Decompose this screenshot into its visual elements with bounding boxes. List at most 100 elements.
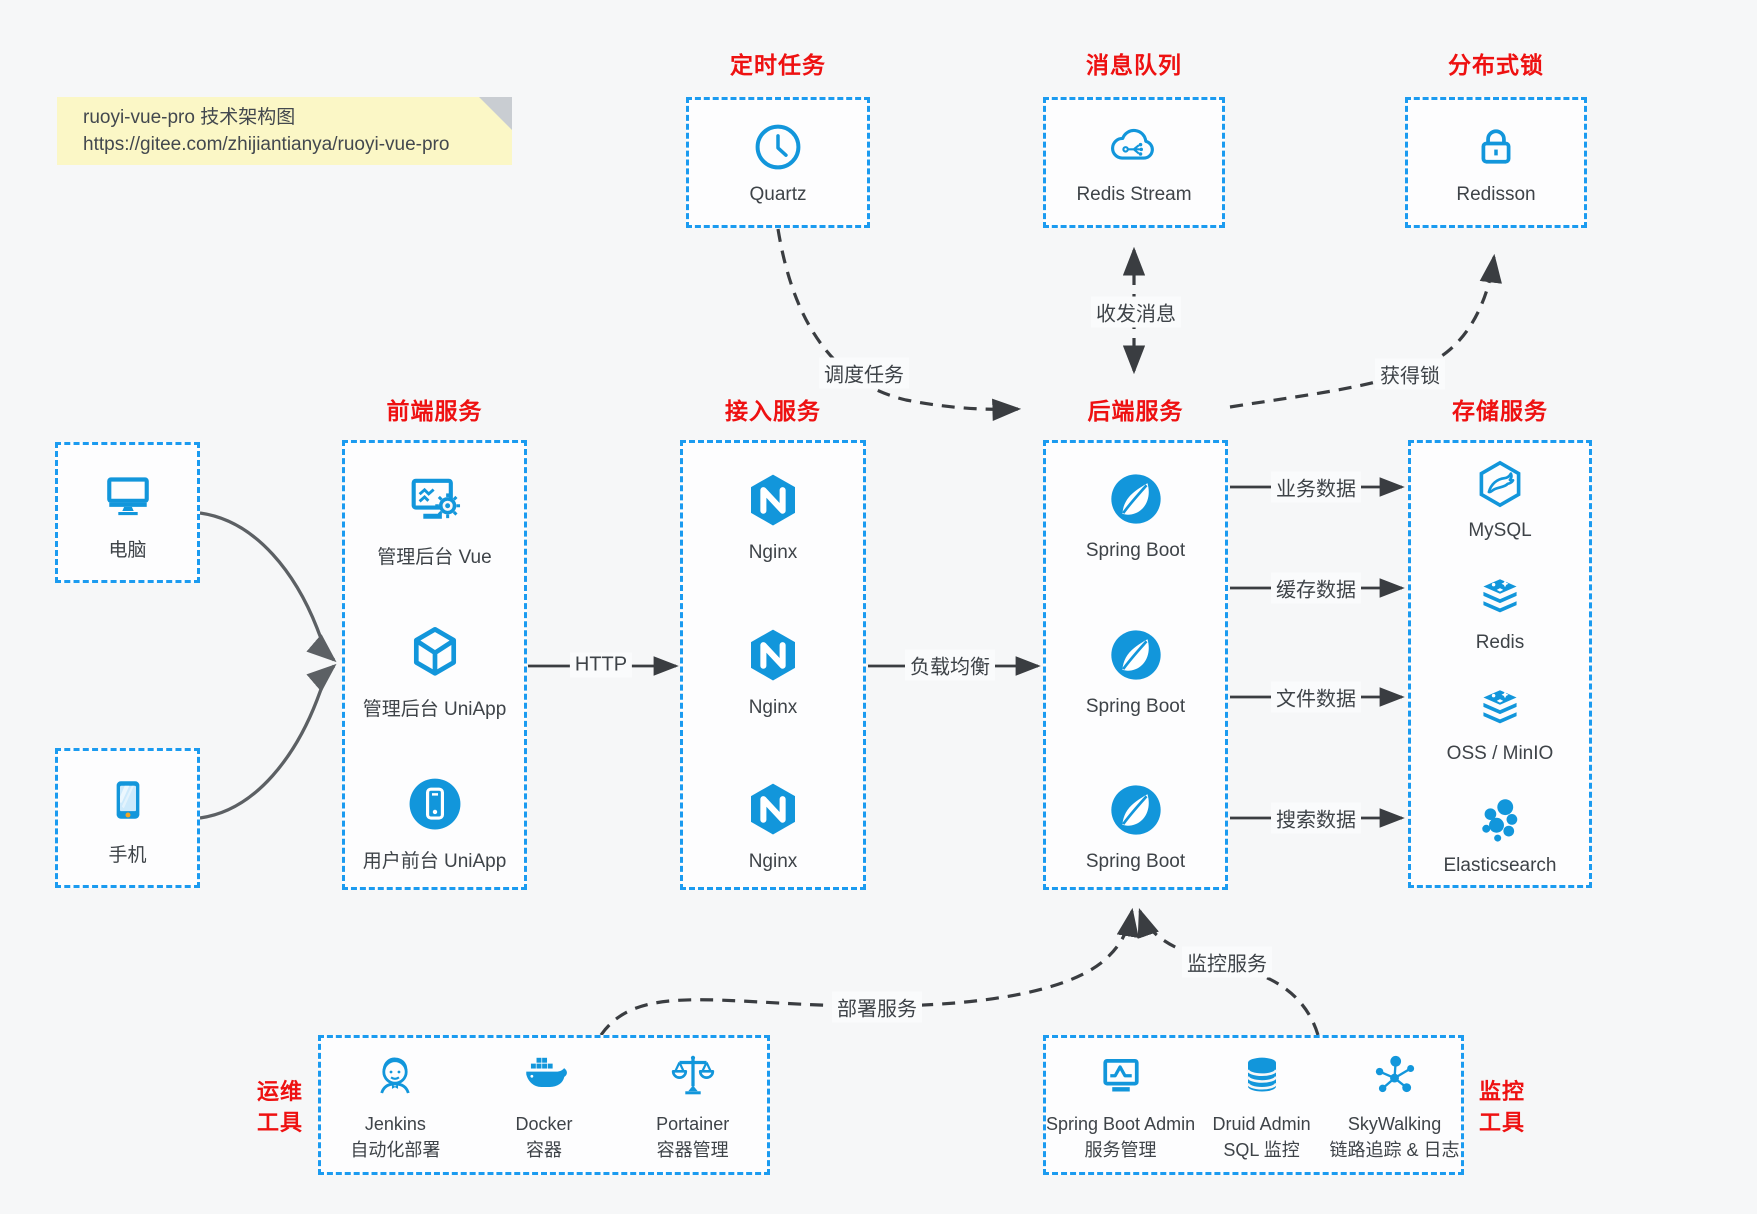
arrow-acquire-lock bbox=[1229, 253, 1502, 409]
node-label: 管理后台 Vue bbox=[377, 547, 492, 568]
node-sublabel: 容器 bbox=[526, 1139, 562, 1160]
edge-label-business-data: 业务数据 bbox=[1271, 471, 1361, 503]
node-label: Druid Admin bbox=[1212, 1113, 1311, 1134]
edge-label-acquire-lock: 获得锁 bbox=[1375, 358, 1445, 390]
node-label: Elasticsearch bbox=[1443, 854, 1557, 876]
node-redisson: Redisson bbox=[1405, 97, 1587, 228]
node-admin-vue: 管理后台 Vue bbox=[345, 467, 524, 569]
node-label: Redis bbox=[1475, 631, 1525, 653]
uniapp-cube-icon bbox=[402, 619, 468, 685]
docker-icon bbox=[516, 1048, 572, 1104]
mysql-icon bbox=[1471, 455, 1529, 513]
skywalking-network-icon bbox=[1367, 1048, 1423, 1104]
node-label: 用户前台 UniApp bbox=[362, 851, 507, 872]
edge-label-cache-data: 缓存数据 bbox=[1271, 572, 1361, 604]
note-title: ruoyi-vue-pro 技术架构图 bbox=[83, 107, 296, 128]
group-backend: Spring Boot Spring Boot Spring Boot bbox=[1043, 440, 1228, 890]
node-label: 电脑 bbox=[108, 539, 147, 561]
node-label: OSS / MinIO bbox=[1446, 743, 1554, 765]
node-quartz: Quartz bbox=[686, 97, 870, 228]
node-spring-boot-1: Spring Boot bbox=[1046, 467, 1225, 562]
node-label: Spring Boot bbox=[1085, 540, 1186, 561]
node-spring-boot-2: Spring Boot bbox=[1046, 623, 1225, 718]
node-label: Docker bbox=[515, 1113, 573, 1134]
node-label: Spring Boot Admin bbox=[1046, 1113, 1196, 1134]
node-spring-boot-3: Spring Boot bbox=[1046, 778, 1225, 873]
node-docker: Docker 容器 bbox=[470, 1048, 619, 1163]
cloud-network-icon bbox=[1106, 119, 1162, 175]
title-line: 运维 bbox=[256, 1079, 303, 1104]
node-label: Spring Boot bbox=[1085, 695, 1186, 717]
title-monitor-tools: 监控 工具 bbox=[1470, 1076, 1534, 1138]
note-link: https://gitee.com/zhijiantianya/ruoyi-vu… bbox=[83, 134, 450, 155]
edge-label-monitor-service: 监控服务 bbox=[1182, 946, 1272, 978]
phone-icon bbox=[97, 769, 159, 831]
node-jenkins: Jenkins 自动化部署 bbox=[321, 1048, 470, 1163]
spring-boot-icon bbox=[1104, 778, 1168, 842]
node-mysql: MySQL bbox=[1411, 455, 1589, 542]
node-spring-boot-admin: Spring Boot Admin 服务管理 bbox=[1046, 1048, 1195, 1163]
title-message-queue: 消息队列 bbox=[1086, 52, 1182, 78]
title-line: 监控 bbox=[1478, 1079, 1525, 1104]
node-oss-minio: OSS / MinIO bbox=[1411, 680, 1589, 765]
title-storage: 存储服务 bbox=[1452, 398, 1548, 424]
group-gateway: Nginx Nginx Nginx bbox=[680, 440, 866, 890]
edge-label-send-receive-msg: 收发消息 bbox=[1091, 296, 1181, 328]
computer-icon bbox=[97, 464, 159, 526]
node-phone: 手机 bbox=[55, 748, 200, 888]
title-gateway: 接入服务 bbox=[725, 398, 821, 424]
node-sublabel: 容器管理 bbox=[656, 1139, 729, 1160]
redis-stack-icon bbox=[1472, 569, 1528, 625]
node-label: Portainer bbox=[656, 1113, 730, 1134]
spring-boot-admin-icon bbox=[1093, 1048, 1149, 1104]
title-distributed-lock: 分布式锁 bbox=[1448, 52, 1544, 78]
node-admin-uniapp: 管理后台 UniApp bbox=[345, 619, 524, 721]
node-sublabel: SQL 监控 bbox=[1223, 1139, 1300, 1160]
node-computer: 电脑 bbox=[55, 442, 200, 583]
node-sublabel: 链路追踪 & 日志 bbox=[1329, 1139, 1460, 1160]
node-elasticsearch: Elasticsearch bbox=[1411, 792, 1589, 877]
group-monitor-tools: Spring Boot Admin 服务管理 Druid Admin SQL 监… bbox=[1043, 1035, 1464, 1175]
node-redis: Redis bbox=[1411, 569, 1589, 654]
lock-icon bbox=[1468, 119, 1524, 175]
node-nginx-1: Nginx bbox=[683, 467, 863, 564]
node-skywalking: SkyWalking 链路追踪 & 日志 bbox=[1328, 1048, 1461, 1163]
sticky-note: ruoyi-vue-pro 技术架构图 https://gitee.com/zh… bbox=[57, 97, 512, 165]
jenkins-icon bbox=[367, 1048, 423, 1104]
node-label: Nginx bbox=[748, 542, 798, 563]
edge-label-search-data: 搜索数据 bbox=[1271, 802, 1361, 834]
node-portainer: Portainer 容器管理 bbox=[618, 1048, 767, 1163]
node-label: Redis Stream bbox=[1076, 184, 1192, 205]
title-ops-tools: 运维 工具 bbox=[248, 1076, 312, 1138]
group-frontend: 管理后台 Vue 管理后台 UniApp 用户前台 UniApp bbox=[342, 440, 527, 890]
title-scheduled-task: 定时任务 bbox=[730, 52, 826, 78]
edge-label-load-balance: 负载均衡 bbox=[905, 649, 995, 681]
node-label: Nginx bbox=[748, 851, 798, 872]
connector-phone-frontend bbox=[199, 663, 337, 820]
node-label: Spring Boot bbox=[1085, 851, 1186, 872]
redis-stack-icon bbox=[1472, 680, 1528, 736]
elasticsearch-icon bbox=[1472, 792, 1528, 848]
node-redis-stream: Redis Stream bbox=[1043, 97, 1225, 228]
clock-icon bbox=[750, 119, 806, 175]
node-label: Nginx bbox=[748, 696, 798, 718]
edge-label-deploy-service: 部署服务 bbox=[832, 991, 922, 1023]
node-user-uniapp: 用户前台 UniApp bbox=[345, 771, 524, 873]
node-label: Quartz bbox=[749, 184, 807, 205]
node-sublabel: 自动化部署 bbox=[350, 1139, 441, 1160]
node-label: SkyWalking bbox=[1347, 1113, 1442, 1134]
title-line: 工具 bbox=[256, 1110, 303, 1135]
druid-database-icon bbox=[1234, 1048, 1290, 1104]
connector-computer-frontend bbox=[199, 511, 337, 663]
group-storage: MySQL Redis OSS / MinIO Elasticsearch bbox=[1408, 440, 1592, 888]
spring-boot-icon bbox=[1104, 467, 1168, 531]
node-nginx-3: Nginx bbox=[683, 776, 863, 873]
title-line: 工具 bbox=[1478, 1110, 1525, 1135]
title-frontend: 前端服务 bbox=[386, 398, 483, 424]
user-app-icon bbox=[402, 771, 468, 837]
spring-boot-icon bbox=[1104, 623, 1168, 687]
edge-label-file-data: 文件数据 bbox=[1271, 681, 1361, 713]
node-sublabel: 服务管理 bbox=[1084, 1139, 1157, 1160]
node-label: MySQL bbox=[1468, 520, 1532, 541]
